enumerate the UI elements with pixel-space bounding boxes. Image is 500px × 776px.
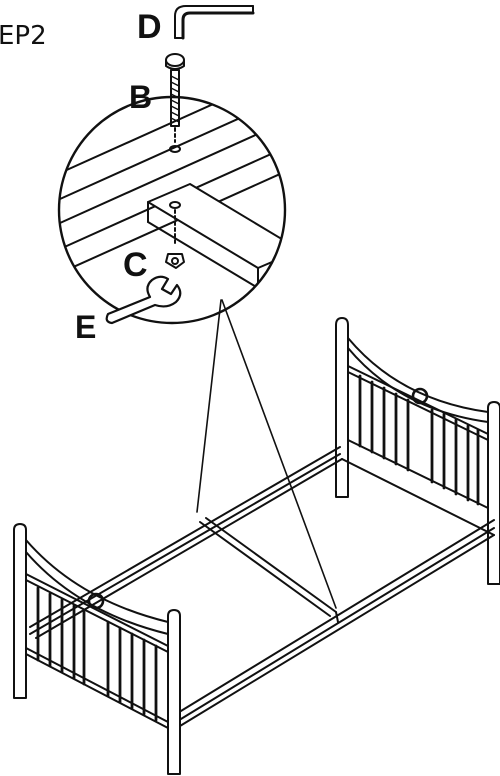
label-hex-key: D	[137, 8, 162, 46]
headboard	[335, 317, 500, 585]
label-wrench: E	[75, 309, 96, 345]
step-title: EP2	[0, 21, 47, 51]
callout-lines	[196, 299, 337, 609]
nut-icon	[165, 253, 185, 269]
side-rails	[29, 446, 495, 727]
bed-frame	[13, 317, 500, 775]
magnified-joint-detail	[57, 95, 287, 325]
wrench-icon	[105, 275, 182, 325]
hex-key-icon	[174, 5, 255, 40]
label-bolt: B	[129, 79, 152, 115]
footboard	[13, 523, 181, 775]
label-nut: C	[123, 246, 148, 284]
